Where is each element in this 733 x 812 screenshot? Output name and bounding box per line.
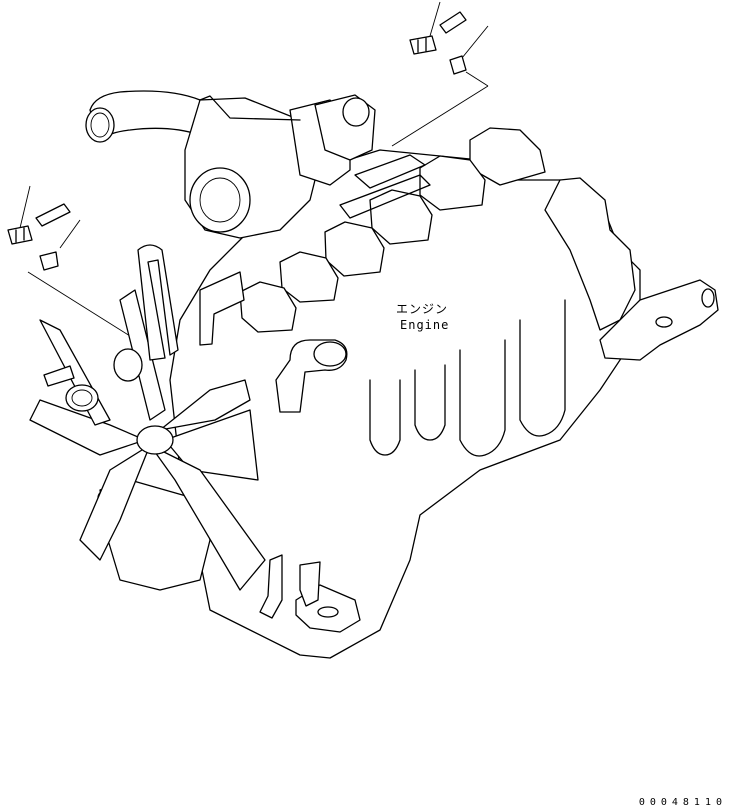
turbocharger [86, 91, 375, 238]
drawing-code: 00048110 [638, 797, 727, 808]
engine-label-japanese: エンジン [396, 302, 449, 316]
cooling-fan [30, 245, 320, 618]
left-parts [8, 186, 140, 360]
engine-block [170, 128, 718, 658]
engine-label-english: Engine [400, 318, 450, 332]
top-right-parts [392, 2, 488, 146]
